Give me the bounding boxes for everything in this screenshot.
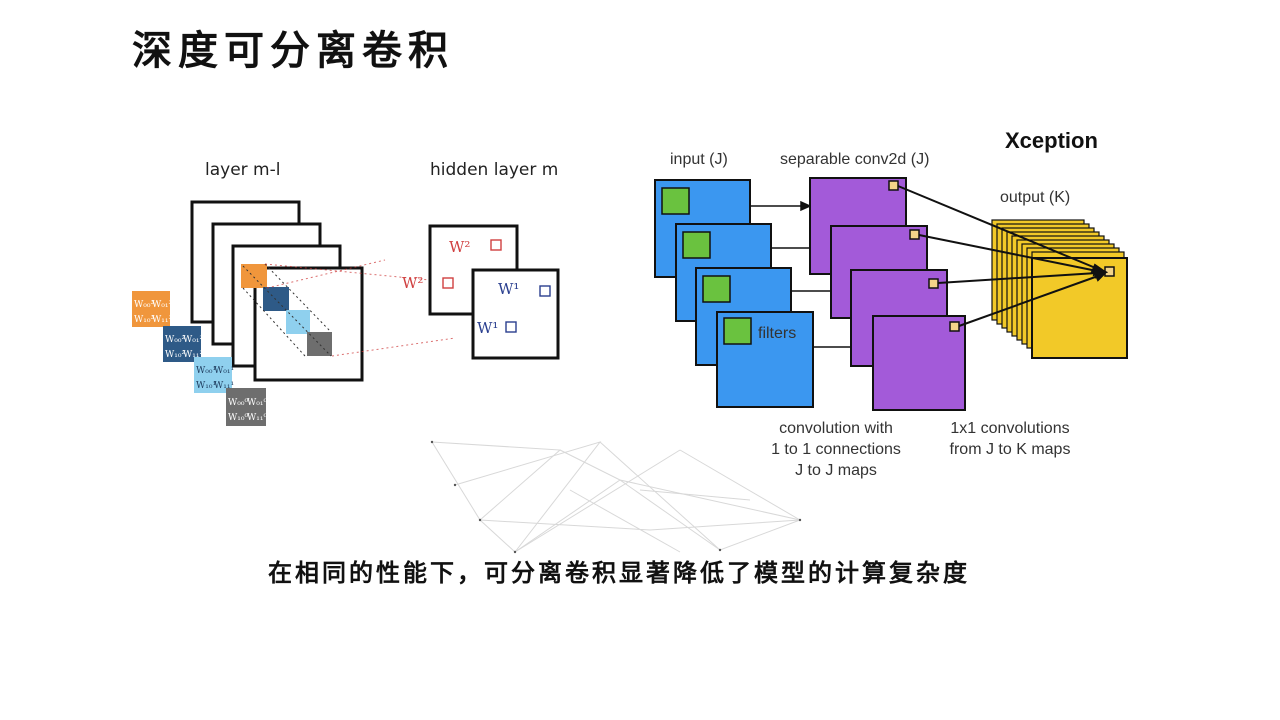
weight-tile-gray: W₀₀⁰ W₀₁⁰ W₁₀⁰ W₁₁⁰ — [226, 388, 267, 426]
filter-square — [682, 231, 711, 259]
weight-tile-darkblue: W₀₀² W₀₁² W₁₀² W₁₁² — [163, 326, 203, 362]
filter-square — [723, 317, 752, 345]
receptive-square-darkblue — [263, 287, 289, 311]
svg-text:W₁₀¹: W₁₀¹ — [196, 381, 216, 391]
svg-text:W₁₁⁰: W₁₁⁰ — [247, 413, 267, 423]
output-label: output (K) — [1000, 189, 1070, 206]
weight-label-w1-top: W¹ — [498, 280, 519, 298]
receptive-dots — [242, 263, 332, 357]
unit-box — [442, 277, 454, 289]
filters-label: filters — [758, 325, 796, 342]
unit-box — [505, 321, 517, 333]
pixel-marker — [888, 180, 899, 191]
receptive-square-gray — [307, 332, 332, 356]
svg-text:W₀₁⁰: W₀₁⁰ — [247, 398, 267, 408]
caption-right-line2: from J to K maps — [950, 441, 1071, 458]
slide-title: 深度可分离卷积 — [132, 27, 454, 74]
caption-right-line1: 1x1 convolutions — [950, 420, 1069, 437]
slide-caption: 在相同的性能下，可分离卷积显著降低了模型的计算复杂度 — [268, 558, 970, 587]
filter-square — [702, 275, 731, 303]
hidden-layer-label: hidden layer m — [430, 160, 558, 180]
cnn-layer-diagram: layer m-l hidden layer m W² W² W¹ W¹ W₀₀… — [132, 160, 560, 426]
pixel-marker — [928, 278, 939, 289]
weight-label-w1-bottom: W¹ — [477, 319, 498, 337]
svg-text:W₀₁¹: W₀₁¹ — [214, 366, 234, 376]
xception-diagram: Xception input (J) separable conv2d (J) … — [654, 128, 1128, 479]
svg-text:W₀₀¹: W₀₀¹ — [196, 366, 216, 376]
svg-text:W₀₀³: W₀₀³ — [134, 300, 154, 310]
weight-tile-orange: W₀₀³ W₀₁³ W₁₀³ W₁₁³ — [132, 291, 172, 327]
svg-text:W₁₀⁰: W₁₀⁰ — [228, 413, 248, 423]
weight-label-w2-bottom: W² — [402, 274, 423, 292]
svg-text:W₁₀³: W₁₀³ — [134, 315, 154, 325]
input-label: input (J) — [670, 151, 728, 168]
svg-text:W₁₁³: W₁₁³ — [152, 315, 172, 325]
caption-left-line2: 1 to 1 connections — [771, 441, 901, 458]
pixel-marker — [949, 321, 960, 332]
receptive-square-lightblue — [286, 310, 310, 334]
unit-box — [490, 239, 502, 251]
decorative-network-lines — [430, 440, 802, 554]
weight-tile-lightblue: W₀₀¹ W₀₁¹ W₁₀¹ W₁₁¹ — [194, 357, 234, 393]
layer-prev-label: layer m-l — [205, 160, 280, 180]
svg-text:W₀₁³: W₀₁³ — [152, 300, 172, 310]
svg-text:W₀₀⁰: W₀₀⁰ — [228, 398, 248, 408]
hidden-frame-front — [471, 268, 560, 360]
separable-label: separable conv2d (J) — [780, 151, 929, 168]
pointwise-arrows — [897, 185, 1109, 327]
svg-text:W₁₀²: W₁₀² — [165, 350, 185, 360]
svg-text:W₁₁¹: W₁₁¹ — [214, 381, 234, 391]
unit-box — [539, 285, 551, 297]
projection-lines — [264, 259, 456, 357]
svg-text:W₁₁²: W₁₁² — [183, 350, 203, 360]
caption-left-line3: J to J maps — [795, 462, 877, 479]
svg-text:W₀₀²: W₀₀² — [165, 335, 185, 345]
svg-text:W₀₁²: W₀₁² — [183, 335, 203, 345]
receptive-square-orange — [241, 264, 267, 288]
filter-square — [661, 187, 690, 215]
pixel-marker — [909, 229, 920, 240]
xception-title: Xception — [1005, 128, 1098, 153]
weight-label-w2-top: W² — [449, 238, 470, 256]
caption-left-line1: convolution with — [779, 420, 893, 437]
